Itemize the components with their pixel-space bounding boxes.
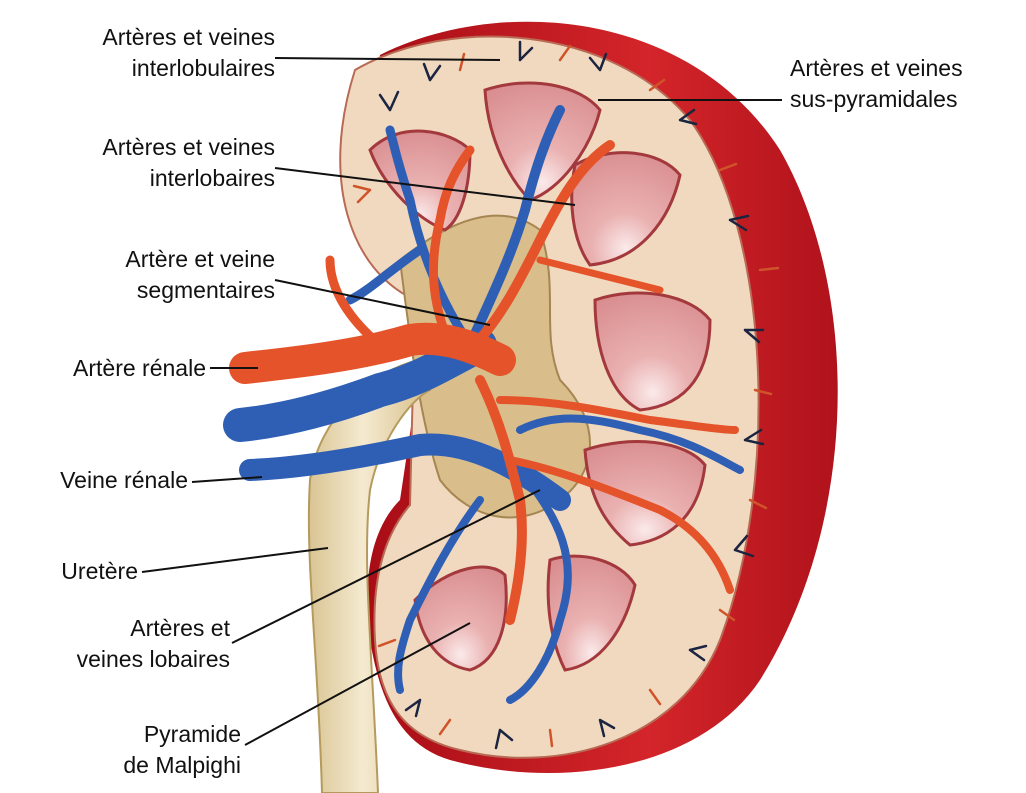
label-line: Artères et veines [15,22,275,53]
label-segmentaires: Artère et veine segmentaires [15,244,275,306]
label-line: Artère et veine [15,244,275,275]
label-sus-pyramidales: Artères et veines sus-pyramidales [790,53,1020,115]
label-interlobulaires: Artères et veines interlobulaires [15,22,275,84]
label-line: Artères et [15,613,230,644]
label-line: Artères et veines [790,53,1020,84]
label-line: sus-pyramidales [790,84,1020,115]
label-artere-renale: Artère rénale [0,353,206,384]
label-line: interlobulaires [15,53,275,84]
label-uretere: Uretère [0,556,138,587]
label-line: Artères et veines [15,132,275,163]
label-line: Pyramide [15,719,241,750]
label-veine-renale: Veine rénale [0,465,188,496]
leader-line [142,548,328,572]
label-interlobaires: Artères et veines interlobaires [15,132,275,194]
label-line: de Malpighi [15,750,241,781]
label-line: interlobaires [15,163,275,194]
label-line: segmentaires [15,275,275,306]
label-line: Uretère [0,556,138,587]
label-line: Veine rénale [0,465,188,496]
label-line: veines lobaires [15,644,230,675]
label-pyramide: Pyramide de Malpighi [15,719,241,781]
label-line: Artère rénale [0,353,206,384]
label-lobaires: Artères et veines lobaires [15,613,230,675]
